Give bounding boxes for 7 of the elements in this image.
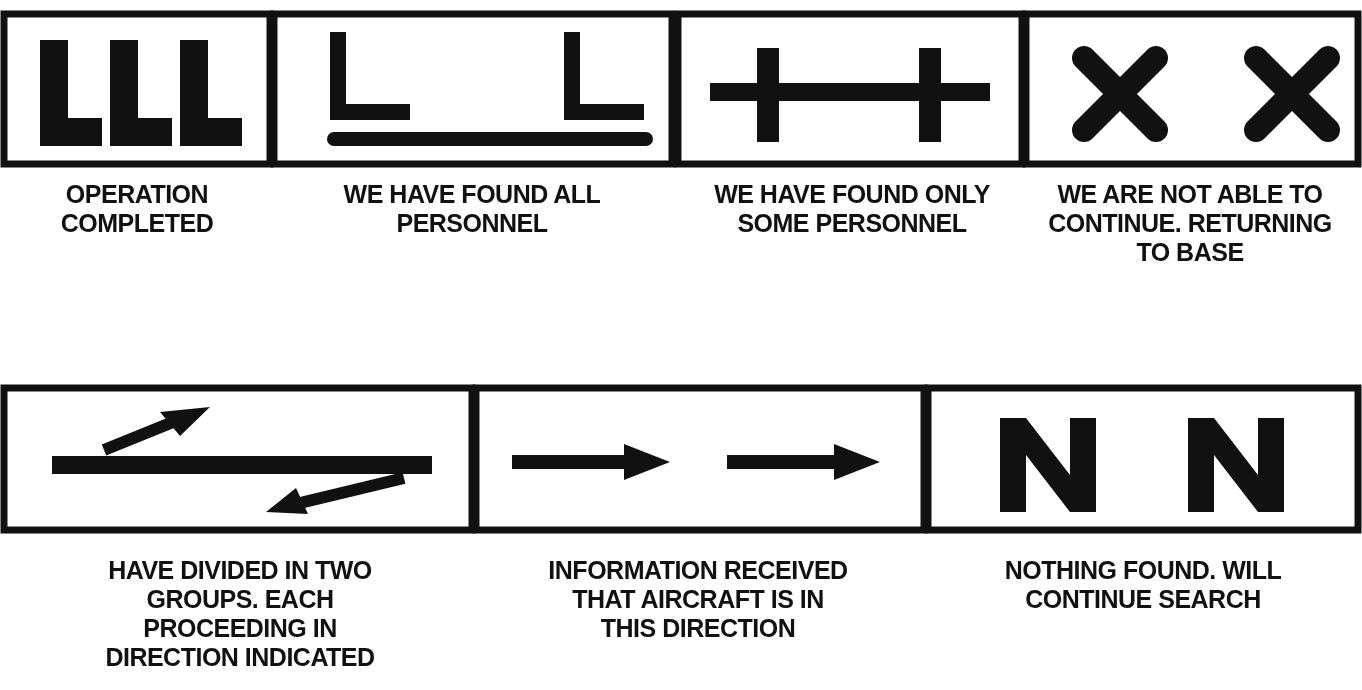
signal-caption: OPERATION COMPLETED (59, 180, 215, 238)
signal-caption: WE ARE NOT ABLE TO CONTINUE. RETURNING TO BASE (1047, 180, 1333, 267)
signal-caption: NOTHING FOUND. WILL CONTINUE SEARCH (1003, 556, 1283, 614)
signal-caption: INFORMATION RECEIVED THAT AIRCRAFT IS IN THIS DIRECTION (547, 556, 849, 643)
signal-caption: WE HAVE FOUND ONLY SOME PERSONNEL (713, 180, 991, 238)
signal-caption: WE HAVE FOUND ALL PERSONNEL (342, 180, 602, 238)
signal-caption: HAVE DIVIDED IN TWO GROUPS. EACH PROCEEDING IN DIRECTION INDICATED (104, 556, 376, 672)
